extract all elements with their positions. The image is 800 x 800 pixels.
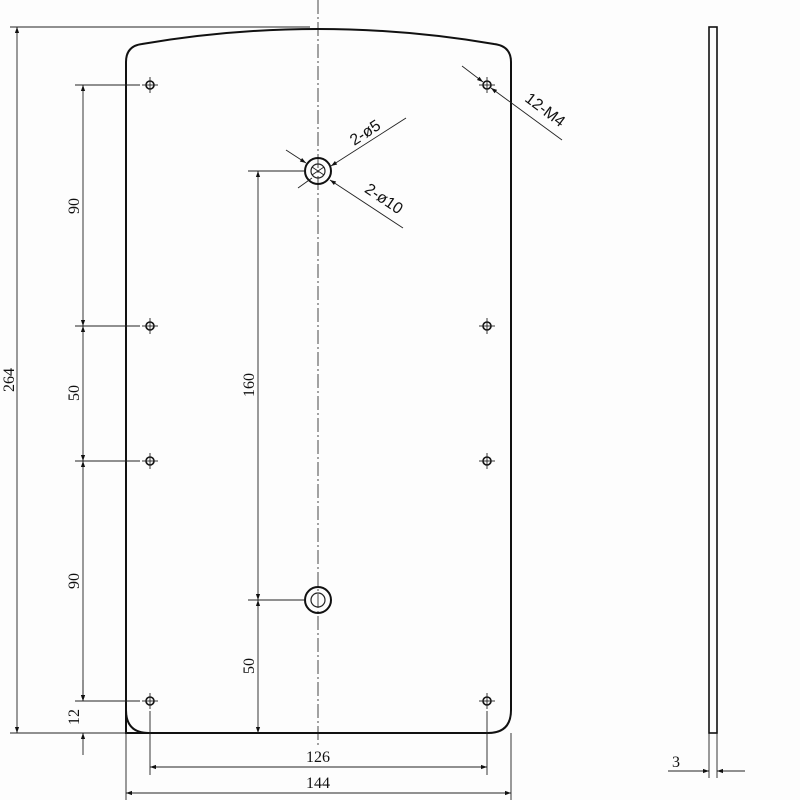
mount-hole xyxy=(142,693,158,709)
dim-left-2: 50 xyxy=(66,385,83,401)
side-view-plate xyxy=(708,26,718,734)
dim-overall-width: 144 xyxy=(306,775,330,792)
plate-outline xyxy=(125,28,512,734)
mount-hole xyxy=(479,318,495,334)
callout-2-d10: 2-ø10 xyxy=(361,181,405,219)
dim-center-2: 50 xyxy=(241,658,258,674)
mount-hole xyxy=(142,318,158,334)
dim-hole-spacing: 126 xyxy=(306,749,330,766)
dim-center-1: 160 xyxy=(241,373,258,397)
mount-hole xyxy=(142,77,158,93)
dim-left-1: 90 xyxy=(66,198,83,214)
mount-hole xyxy=(142,453,158,469)
mount-holes xyxy=(142,77,495,709)
callout-leaders xyxy=(285,65,563,229)
dimension-lines xyxy=(14,27,745,796)
mount-hole xyxy=(479,77,495,93)
dim-overall-height: 264 xyxy=(1,368,18,392)
callout-12-m4: 12-M4 xyxy=(521,90,568,131)
dim-left-4: 12 xyxy=(66,709,83,725)
extension-lines xyxy=(10,26,718,800)
dim-left-3: 90 xyxy=(66,573,83,589)
dim-thickness: 3 xyxy=(672,754,680,771)
mount-hole xyxy=(479,453,495,469)
callout-2-d5: 2-ø5 xyxy=(347,117,384,149)
mount-hole xyxy=(479,693,495,709)
